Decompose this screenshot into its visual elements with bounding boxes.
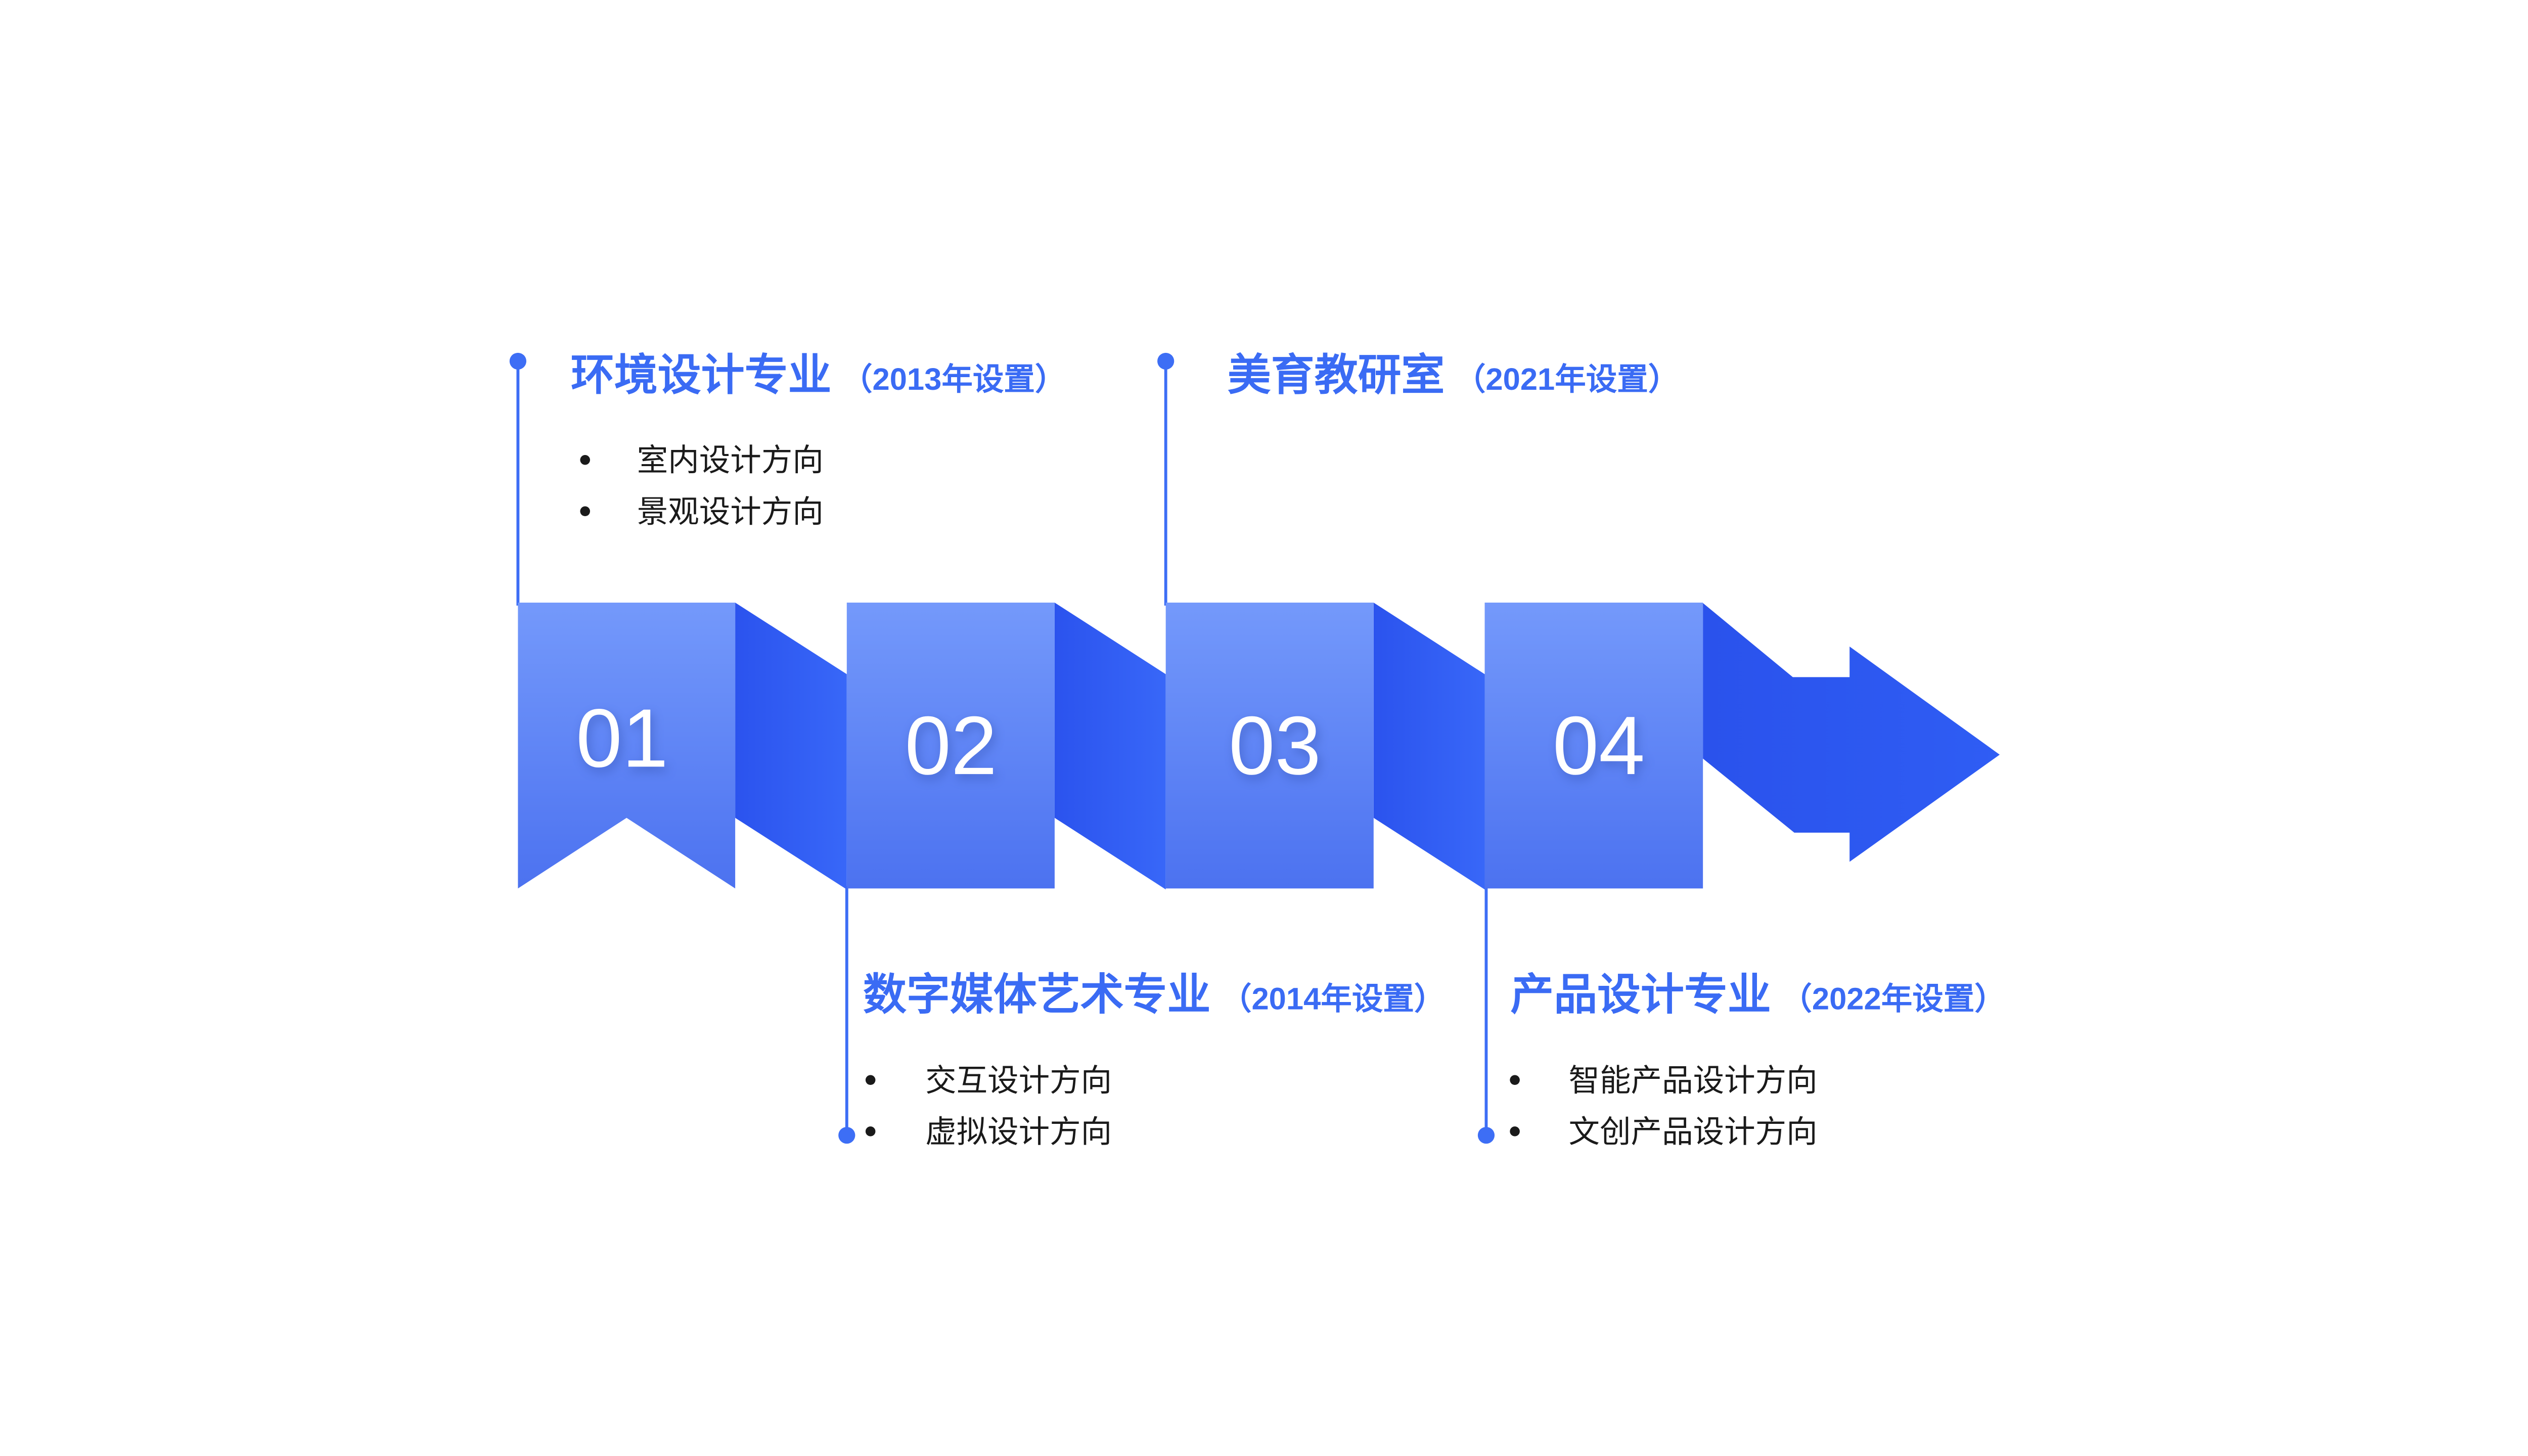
label-step-01-year-text: （2013年设置） [841,362,1066,397]
banner-step-03 [1165,602,1374,889]
label-step-04-bullet-1: 文创产品设计方向 [1569,1114,1818,1149]
step-02-number: 02 [905,699,997,792]
label-step-04-bullet-0: 智能产品设计方向 [1569,1063,1818,1098]
connector-dot-step-03 [1157,352,1175,370]
connector-dot-step-01 [509,352,527,370]
label-step-02-title: 数字媒体艺术专业 （2014年设置） [863,971,1445,1019]
label-step-02-bullet-1: 虚拟设计方向 [925,1114,1112,1149]
bullet-marker [865,1075,876,1085]
label-step-02-year-text: （2014年设置） [1221,982,1445,1017]
label-step-03-title-text: 美育教研室 [1228,351,1445,399]
label-step-01-bullet-1: 景观设计方向 [637,494,824,529]
banner-step-02 [846,602,1055,889]
ribbon-fold-3 [1373,602,1485,890]
bullet-marker [580,454,590,465]
label-step-01: 环境设计专业 （2013年设置） 室内设计方向 景观设计方向 [571,351,1066,529]
label-step-04-title-text: 产品设计专业 [1510,971,1771,1019]
bullet-marker [580,506,590,517]
label-step-03-title: 美育教研室 （2021年设置） [1228,351,1680,399]
label-step-01-title-text: 环境设计专业 [571,351,832,399]
connector-dot-step-02 [838,1127,855,1144]
step-04-number: 04 [1553,699,1645,792]
banner-step-04 [1484,602,1703,889]
ribbon-fold-1 [735,602,847,890]
label-step-02-title-text: 数字媒体艺术专业 [863,971,1210,1019]
bullet-marker [1510,1075,1520,1085]
label-step-03: 美育教研室 （2021年设置） [1228,351,1680,399]
forward-arrow [1703,603,2000,862]
label-step-04-title: 产品设计专业 （2022年设置） [1510,971,2005,1019]
bullet-marker [865,1126,876,1136]
label-step-01-title: 环境设计专业 （2013年设置） [571,351,1066,399]
label-step-04-year-text: （2022年设置） [1781,982,2005,1017]
label-step-03-year-text: （2021年设置） [1455,362,1679,397]
step-01-number: 01 [576,692,668,785]
step-03-number: 03 [1229,699,1321,792]
label-step-04: 产品设计专业 （2022年设置） 智能产品设计方向 文创产品设计方向 [1510,971,2006,1149]
label-step-02: 数字媒体艺术专业 （2014年设置） 交互设计方向 虚拟设计方向 [863,971,1445,1150]
ribbon-fold-2 [1054,602,1166,890]
connector-dot-step-04 [1477,1127,1495,1144]
bullet-marker [1510,1126,1520,1136]
label-step-02-bullet-0: 交互设计方向 [925,1063,1112,1098]
label-step-01-bullet-0: 室内设计方向 [637,443,824,478]
banner-step-01 [518,602,736,889]
